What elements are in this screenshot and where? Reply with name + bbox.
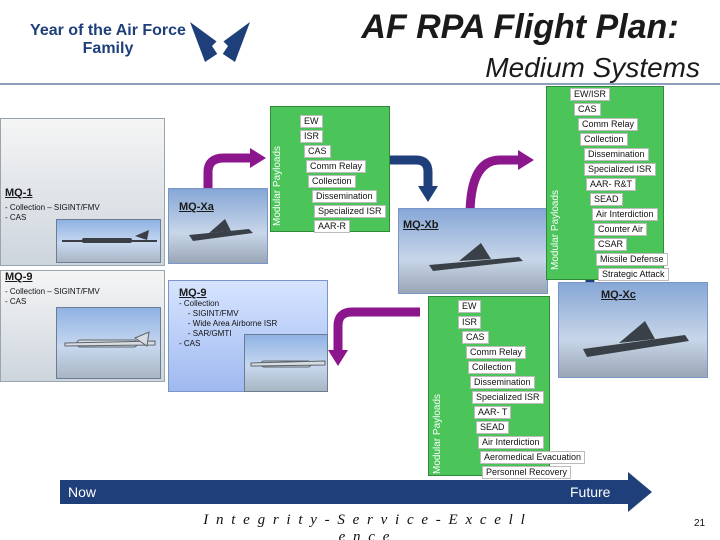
lower-item-air-interdiction: Air Interdiction [478, 436, 544, 449]
mqxc-aircraft-image [583, 321, 689, 357]
mqxc-item-ew-isr: EW/ISR [570, 88, 611, 101]
lower-item-personnel-recovery: Personnel Recovery [482, 466, 572, 479]
mqxc-item-dissemination: Dissemination [584, 148, 649, 161]
mq1-panel: MQ-1 - Collection – SIGINT/FMV - CAS [0, 118, 165, 266]
mqxc-item-sead: SEAD [590, 193, 623, 206]
mqxb-title: MQ-Xb [403, 219, 439, 231]
air-force-wings-icon [190, 22, 250, 62]
lower-item-ew: EW [458, 300, 481, 313]
mqxc-item-strategic-attack: Strategic Attack [598, 268, 669, 281]
timeline-now-label: Now [68, 484, 97, 500]
mqxa-item-aar-r: AAR-R [314, 220, 351, 233]
mqxa-item-ew: EW [300, 115, 323, 128]
mq9-left-reaper-image [56, 307, 161, 379]
mqxc-item-aar-rt: AAR- R&T [586, 178, 637, 191]
lower-modular-payloads-label: Modular Payloads [432, 393, 443, 474]
mq9-left-title: MQ-9 [5, 271, 33, 283]
mqxa-item-isr: ISR [300, 130, 324, 143]
mqxc-item-air-interdiction: Air Interdiction [592, 208, 658, 221]
lower-item-specialized-isr: Specialized ISR [472, 391, 544, 404]
lower-item-aeromedical-evacuation: Aeromedical Evacuation [480, 451, 586, 464]
mqxc-item-comm-relay: Comm Relay [578, 118, 639, 131]
mqxc-item-csar: CSAR [594, 238, 628, 251]
timeline-future-label: Future [570, 484, 611, 500]
year-of-air-force-family-logo: Year of the Air Force Family [28, 22, 188, 58]
mqxa-item-dissemination: Dissemination [312, 190, 377, 203]
logo-line-1: Year of the Air Force [30, 22, 186, 39]
lower-item-comm-relay: Comm Relay [466, 346, 527, 359]
mqxc-item-specialized-isr: Specialized ISR [584, 163, 656, 176]
lower-item-sead: SEAD [476, 421, 509, 434]
page-title: AF RPA Flight Plan: [361, 8, 679, 46]
mqxc-item-missile-defense: Missile Defense [596, 253, 668, 266]
mqxc-item-collection: Collection [580, 133, 628, 146]
mq9-center-reaper-image [244, 334, 328, 392]
dark-arrow-payloads-mqxb [390, 155, 433, 188]
page-number: 21 [694, 518, 706, 529]
mqxa-item-cas: CAS [304, 145, 331, 158]
mq9-center-capabilities: - Collection - SIGINT/FMV - Wide Area Ai… [179, 299, 278, 348]
logo-line-2: Family [82, 40, 134, 57]
lower-item-aar-t: AAR- T [474, 406, 512, 419]
mqxa-modular-payloads-label: Modular Payloads [272, 145, 283, 226]
mq9-left-panel: MQ-9 - Collection – SIGINT/FMV - CAS [0, 270, 165, 382]
lower-item-dissemination: Dissemination [470, 376, 535, 389]
mqxa-item-collection: Collection [308, 175, 356, 188]
mq9-left-capabilities: - Collection – SIGINT/FMV - CAS [5, 287, 100, 306]
page-subtitle: Medium Systems [485, 52, 700, 83]
mqxa-aircraft-image [189, 219, 253, 241]
mqxa-item-comm-relay: Comm Relay [306, 160, 367, 173]
purple-arrow-mqxa-payloads [203, 153, 252, 198]
mqxc-item-cas: CAS [574, 103, 601, 116]
mqxb-aircraft-image [429, 243, 523, 271]
lower-item-collection: Collection [468, 361, 516, 374]
purple-arrowhead-right [518, 150, 534, 170]
mq1-title: MQ-1 [5, 187, 33, 199]
purple-arrow-mqxb-payloads [465, 155, 520, 217]
purple-arrowhead-lower [328, 350, 348, 366]
mq1-capabilities: - Collection – SIGINT/FMV - CAS [5, 203, 100, 222]
mq9-center-title: MQ-9 [179, 287, 207, 299]
lower-item-isr: ISR [458, 316, 482, 329]
mqxa-item-specialized-isr: Specialized ISR [314, 205, 386, 218]
purple-arrowhead-upper [250, 148, 266, 168]
dark-arrowhead-mqxb [418, 186, 438, 202]
mqxc-modular-payloads-label: Modular Payloads [550, 189, 561, 270]
mqxb-panel: MQ-Xb [398, 208, 548, 294]
mq1-predator-image [56, 219, 161, 263]
mqxa-title: MQ-Xa [179, 201, 214, 213]
footer-motto: I n t e g r i t y - S e r v i c e - E x … [203, 512, 527, 540]
mqxc-panel: MQ-Xc [558, 282, 708, 378]
mqxc-title: MQ-Xc [601, 289, 636, 301]
mqxc-item-counter-air: Counter Air [594, 223, 648, 236]
timeline-arrow [60, 472, 652, 512]
purple-arrow-lower-payloads [333, 307, 420, 352]
lower-item-cas: CAS [462, 331, 489, 344]
mqxa-panel: MQ-Xa [168, 188, 268, 264]
